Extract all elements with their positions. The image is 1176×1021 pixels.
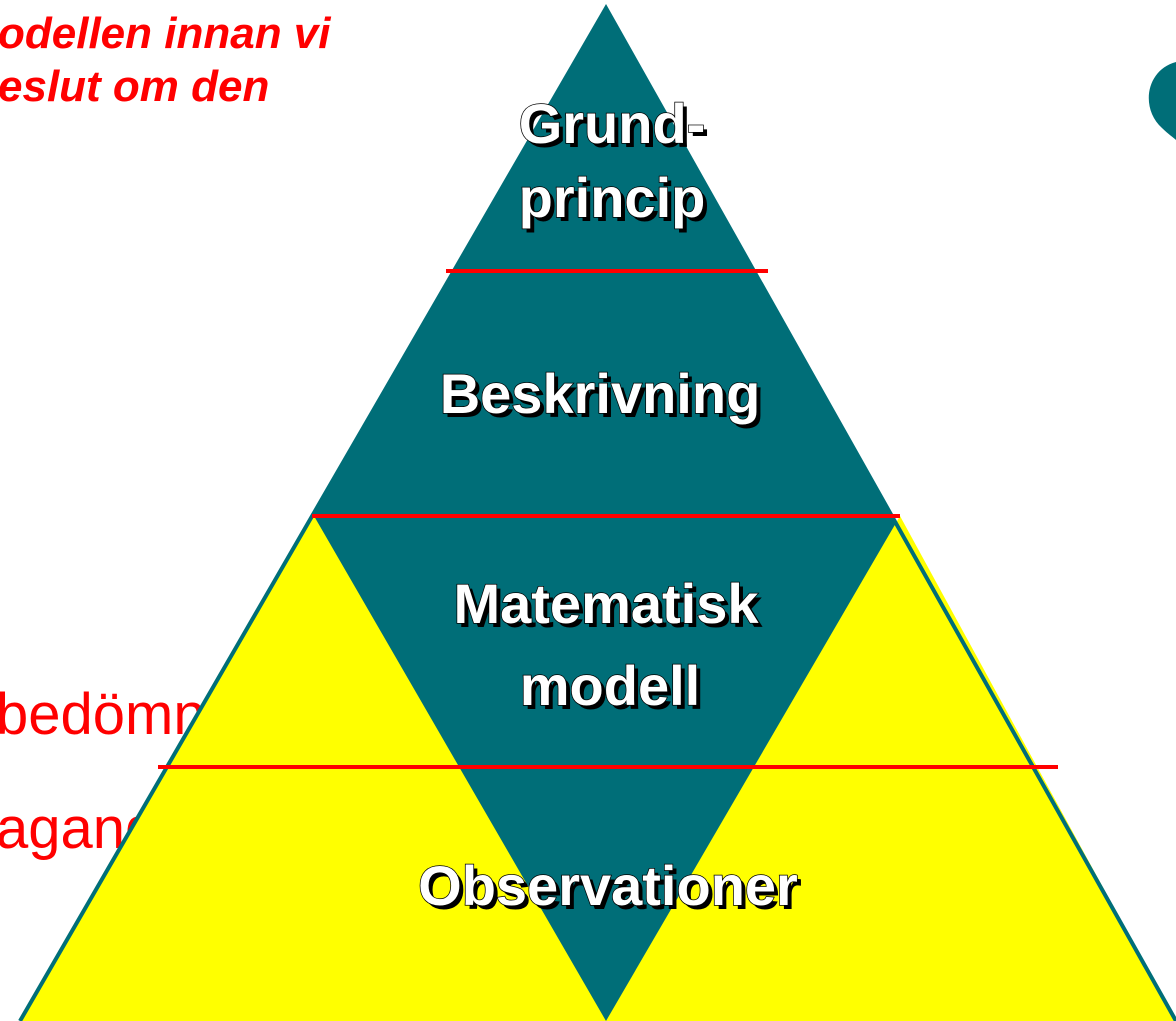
level-label-beskrivning: Beskrivning Beskrivning [439,361,765,429]
svg-text:Grund-: Grund- [519,92,706,155]
svg-text:Matematisk: Matematisk [457,576,763,639]
svg-text:Observationer: Observationer [418,854,798,917]
svg-text:Matematisk: Matematisk [453,572,759,635]
svg-text:modell: modell [520,654,700,717]
pyramid-outline [18,3,1176,1021]
level-label-matematisk-modell: Matematisk Matematisk modell modell [453,571,764,721]
top-note: odellen innan vi eslut om den [0,8,331,114]
top-note-line-1: odellen innan vi [0,9,331,58]
svg-text:modell: modell [524,658,704,721]
svg-text:Observationer: Observationer [422,858,802,921]
svg-text:princip: princip [519,166,706,229]
svg-text:princip: princip [523,170,710,233]
top-note-line-2: eslut om den [0,61,270,111]
svg-text:Beskrivning: Beskrivning [444,366,765,429]
level-label-grundprincip: Grund- Grund- princip princip [518,91,710,233]
logo-fragment-icon [1148,62,1176,140]
level-label-observationer: Observationer Observationer [417,853,802,921]
svg-text:Beskrivning: Beskrivning [440,362,761,425]
svg-text:Grund-: Grund- [523,96,710,159]
